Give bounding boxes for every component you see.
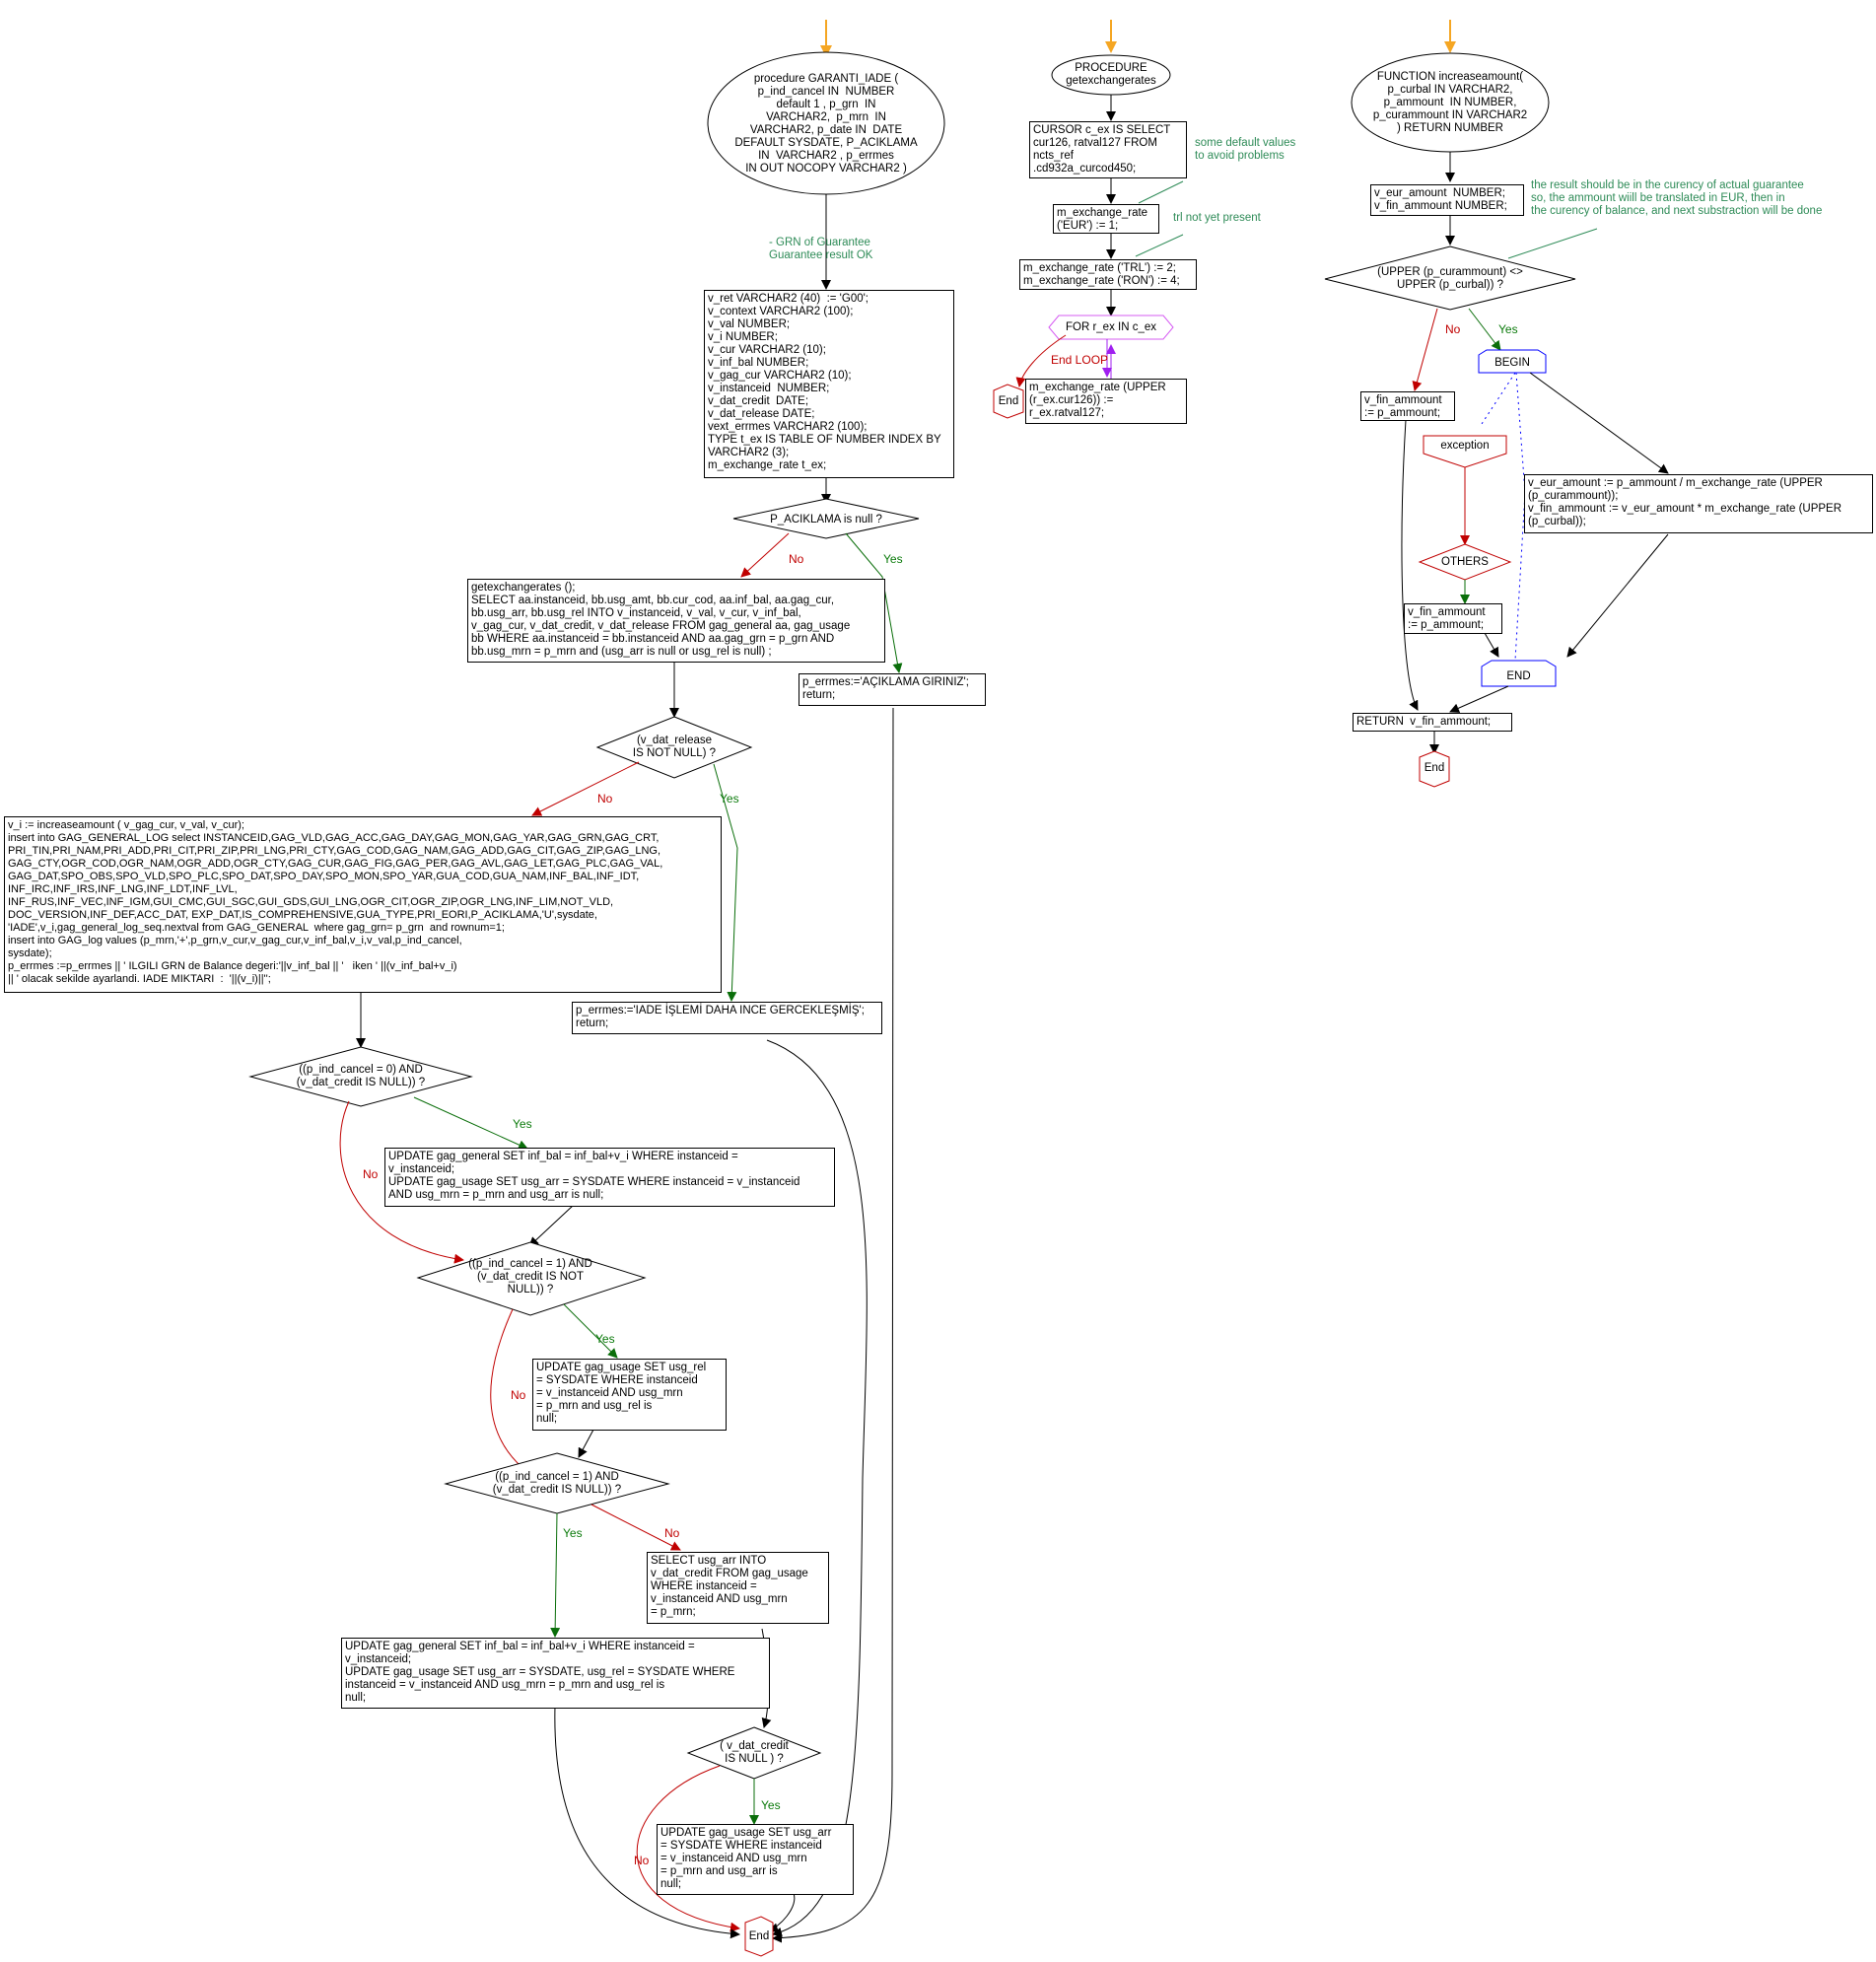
comment-default-values: some default values to avoid problems (1195, 137, 1296, 162)
label-no-cancel-1-not-null: No (511, 1388, 526, 1402)
end-text-flow2: End (998, 395, 1019, 407)
exception-text: exception (1440, 439, 1490, 452)
label-no-dat-release: No (597, 792, 613, 806)
decision-curammount-vs-curbal[interactable] (1324, 245, 1576, 311)
end-text-flow3: End (1424, 762, 1445, 774)
cursor-block[interactable]: CURSOR c_ex IS SELECT cur126, ratval127 … (1029, 121, 1187, 178)
errmes-iade-block[interactable]: p_errmes:='IADE İŞLEMİ DAHA INCE GERCEKL… (572, 1002, 882, 1034)
start-text-getexchangerates: PROCEDURE getexchangerates (1066, 62, 1156, 87)
label-no-curammount: No (1445, 322, 1461, 336)
decision-text-dat-release: (v_dat_release IS NOT NULL) ? (632, 735, 717, 759)
label-end-loop: End LOOP (1051, 353, 1109, 367)
label-yes-dat-release: Yes (720, 792, 739, 806)
decision-cancel-1-credit-not-null[interactable] (416, 1241, 647, 1316)
label-yes-cancel-0: Yes (513, 1117, 532, 1131)
select-getexchange-block[interactable]: getexchangerates (); SELECT aa.instancei… (467, 579, 885, 663)
calc-eur-fin-block[interactable]: v_eur_amount := p_ammount / m_exchange_r… (1524, 474, 1873, 533)
label-yes-dat-credit: Yes (761, 1798, 781, 1812)
begin-text: BEGIN (1494, 356, 1530, 369)
declaration-block[interactable]: v_ret VARCHAR2 (40) := 'G00'; v_context … (704, 290, 954, 478)
label-no-cancel-1-null: No (664, 1526, 680, 1540)
decision-text-dat-credit: ( v_dat_credit IS NULL ) ? (720, 1740, 789, 1765)
end-node-flow2 (993, 384, 1024, 419)
end-node-flow3 (1419, 750, 1450, 788)
loop-text-for-r-ex: FOR r_ex IN c_ex (1065, 320, 1157, 333)
assign-fin-no-block[interactable]: v_fin_ammount := p_ammount; (1360, 391, 1455, 421)
insert-log-block[interactable]: v_i := increaseamount ( v_gag_cur, v_val… (4, 816, 722, 993)
label-yes-cancel-1-null: Yes (563, 1526, 583, 1540)
comment-result-currency: the result should be in the curency of a… (1531, 179, 1823, 217)
end-block[interactable] (1481, 660, 1557, 687)
rate-loop-block[interactable]: m_exchange_rate (UPPER (r_ex.cur126)) :=… (1025, 379, 1187, 424)
update-general-arr-rel-block[interactable]: UPDATE gag_general SET inf_bal = inf_bal… (341, 1638, 770, 1709)
decision-text-cancel-0: ((p_ind_cancel = 0) AND (v_dat_credit IS… (296, 1064, 426, 1088)
select-usg-arr-block[interactable]: SELECT usg_arr INTO v_dat_credit FROM ga… (647, 1552, 829, 1624)
end-node-flow1 (744, 1916, 774, 1957)
decision-cancel-0[interactable] (248, 1046, 473, 1107)
decision-text-curammount: (UPPER (p_curammount) <> UPPER (p_curbal… (1377, 266, 1523, 291)
start-text-garanti-iade: procedure GARANTI_IADE ( p_ind_cancel IN… (734, 73, 918, 175)
label-no-dat-credit: No (634, 1854, 650, 1867)
comment-trl-not-present: trl not yet present (1173, 212, 1261, 224)
exception-block[interactable] (1423, 435, 1507, 468)
errmes-aciklama-block[interactable]: p_errmes:='AÇIKLAMA GIRINIZ'; return; (799, 673, 986, 706)
assign-fin-others-block[interactable]: v_fin_ammount := p_ammount; (1404, 603, 1502, 634)
decision-text-cancel-1-null: ((p_ind_cancel = 1) AND (v_dat_credit IS… (492, 1471, 622, 1496)
comment-grn-guarantee: - GRN of Guarantee Guarantee result OK (769, 237, 873, 261)
label-yes-cancel-1-not-null: Yes (595, 1332, 615, 1346)
decision-dat-release[interactable] (595, 716, 753, 779)
declaration-eur-fin[interactable]: v_eur_amount NUMBER; v_fin_ammount NUMBE… (1370, 184, 1524, 216)
return-block[interactable]: RETURN v_fin_ammount; (1353, 713, 1512, 732)
end-text-flow1: End (748, 1930, 770, 1942)
loop-for-r-ex[interactable] (1048, 315, 1174, 340)
label-yes-aciklama: Yes (883, 552, 903, 566)
others-text: OTHERS (1441, 555, 1489, 568)
update-usage-rel-block[interactable]: UPDATE gag_usage SET usg_rel = SYSDATE W… (532, 1359, 727, 1431)
rate-trl-ron-block[interactable]: m_exchange_rate ('TRL') := 2; m_exchange… (1019, 259, 1197, 290)
update-usage-arr-block[interactable]: UPDATE gag_usage SET usg_arr = SYSDATE W… (657, 1824, 854, 1895)
decision-text-aciklama: P_ACIKLAMA is null ? (770, 513, 882, 526)
label-yes-curammount: Yes (1498, 322, 1518, 336)
begin-block[interactable] (1478, 349, 1547, 374)
label-no-cancel-0: No (363, 1167, 379, 1181)
update-general-usage-block[interactable]: UPDATE gag_general SET inf_bal = inf_bal… (384, 1148, 835, 1207)
decision-text-cancel-1-not-null: ((p_ind_cancel = 1) AND (v_dat_credit IS… (468, 1257, 592, 1296)
start-text-increaseamount: FUNCTION increaseamount( p_curbal IN VAR… (1372, 70, 1528, 134)
rate-eur-block[interactable]: m_exchange_rate ('EUR') := 1; (1053, 204, 1159, 234)
label-no-aciklama: No (789, 552, 804, 566)
decision-aciklama-null[interactable] (732, 498, 920, 539)
end-block-text: END (1506, 669, 1531, 682)
